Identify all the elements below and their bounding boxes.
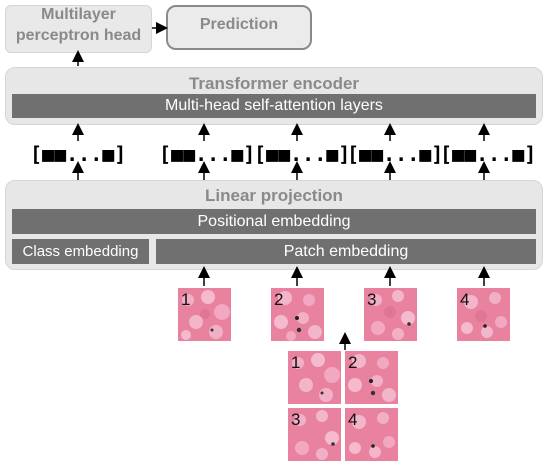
grid-patch-1: 1 <box>288 351 341 404</box>
positional-embedding-bar: Positional embedding <box>12 209 536 234</box>
grid-patch-number-3: 3 <box>291 410 301 429</box>
tissue-patch-4: 4 <box>457 288 510 341</box>
linear-projection-title: Linear projection <box>205 186 343 205</box>
patch-number-2: 2 <box>274 290 284 309</box>
tissue-texture <box>178 288 231 341</box>
tissue-texture <box>364 288 417 341</box>
class-embedding-bar: Class embedding <box>12 239 149 264</box>
tissue-texture <box>271 288 324 341</box>
grid-patch-number-4: 4 <box>348 410 358 429</box>
grid-patch-3: 3 <box>288 408 341 461</box>
grid-patch-2: 2 <box>345 351 398 404</box>
mlp-head-box <box>5 5 152 53</box>
tissue-patch-1: 1 <box>178 288 231 341</box>
tissue-texture <box>288 408 341 461</box>
tissue-patch-3: 3 <box>364 288 417 341</box>
token-vector-2: [■■...■] <box>254 142 351 166</box>
token-vector-cls: [■■...■] <box>30 142 127 166</box>
prediction-box <box>166 5 312 50</box>
patch-number-1: 1 <box>181 290 191 309</box>
patch-number-4: 4 <box>460 290 470 309</box>
attention-layers-bar: Multi-head self-attention layers <box>12 94 536 118</box>
grid-patch-number-1: 1 <box>291 353 301 372</box>
patch-number-3: 3 <box>367 290 377 309</box>
grid-patch-4: 4 <box>345 408 398 461</box>
mlp-head-line2: perceptron head <box>15 27 142 44</box>
token-vector-3: [■■...■] <box>347 142 444 166</box>
grid-patch-number-2: 2 <box>348 353 358 372</box>
tissue-texture <box>345 408 398 461</box>
token-vector-4: [■■...■] <box>440 142 537 166</box>
mlp-head-line1: Multilayer <box>41 6 116 23</box>
tissue-patch-2: 2 <box>271 288 324 341</box>
tissue-texture <box>457 288 510 341</box>
token-vector-1: [■■...■] <box>159 142 256 166</box>
transformer-encoder-title: Transformer encoder <box>188 74 360 93</box>
tissue-texture <box>345 351 398 404</box>
patch-embedding-bar: Patch embedding <box>156 239 536 264</box>
prediction-label: Prediction <box>199 16 279 33</box>
tissue-texture <box>288 351 341 404</box>
